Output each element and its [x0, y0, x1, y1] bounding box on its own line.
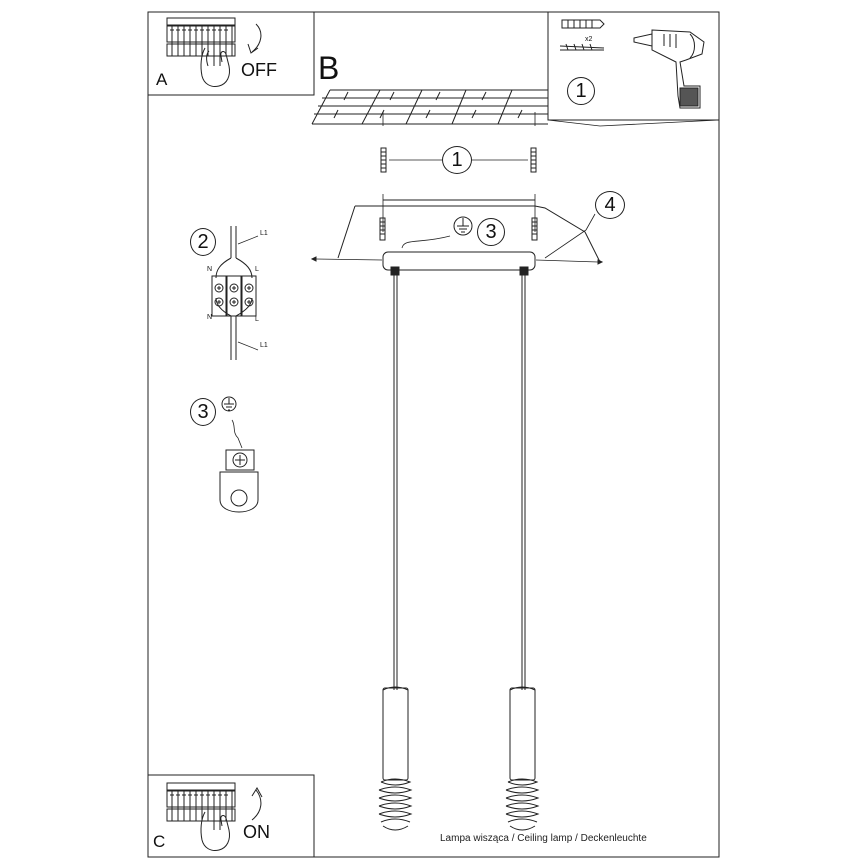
- cable-left: [393, 275, 398, 690]
- wall-anchor-left-icon: [380, 147, 387, 173]
- hand-on-icon: [200, 811, 230, 851]
- wall-anchor-right-icon: [530, 147, 537, 173]
- outer-frame: [147, 11, 720, 858]
- terminal-block-icon: [211, 226, 259, 360]
- canopy-outline: [337, 205, 601, 263]
- connector-l1-top: L1: [260, 230, 268, 237]
- screw-left-icon: [379, 217, 386, 241]
- callout-1-tools: 1: [567, 77, 595, 105]
- on-label: ON: [243, 822, 270, 842]
- panel-a-letter: A: [156, 70, 168, 89]
- breaker-panel-c-icon: [166, 782, 236, 822]
- arrow-up-icon: [251, 787, 263, 821]
- screw-right-icon: [531, 217, 538, 241]
- callout-1-anchors: 1: [442, 146, 472, 174]
- ground-symbol-canopy-icon: [453, 216, 473, 236]
- callout-4: 4: [595, 191, 625, 219]
- pendant-right: [505, 686, 540, 831]
- connector-l-bottom: L: [255, 316, 259, 323]
- kit-quantity: x2: [585, 36, 593, 43]
- cable-right: [521, 275, 526, 690]
- breaker-panel-a-icon: [166, 17, 236, 57]
- pendant-left: [378, 686, 413, 831]
- ceiling-slab: [311, 89, 548, 125]
- mounting-plate: [382, 251, 536, 271]
- callout-3-detail: 3: [190, 398, 216, 426]
- off-label: OFF: [241, 60, 277, 80]
- ground-symbol-detail-icon: [221, 396, 237, 412]
- connector-n-top: N: [207, 266, 213, 273]
- product-caption: Lampa wisząca / Ceiling lamp / Deckenleu…: [440, 833, 647, 844]
- connector-n-bottom: N: [207, 314, 213, 321]
- panel-c-letter: C: [153, 832, 166, 851]
- connector-l-top: L: [255, 266, 259, 273]
- anchor-set-icon: [559, 19, 605, 51]
- drill-icon: [633, 29, 705, 109]
- ground-terminal-icon: [219, 449, 259, 513]
- panel-c-frame: [147, 774, 315, 858]
- callout-2: 2: [190, 228, 216, 256]
- panel-a-frame: [147, 11, 315, 96]
- callout-3-canopy: 3: [477, 218, 505, 246]
- connector-l1-bottom: L1: [260, 342, 268, 349]
- panel-b-letter: B: [318, 50, 340, 86]
- arrow-down-icon: [247, 23, 262, 54]
- hand-off-icon: [200, 47, 230, 87]
